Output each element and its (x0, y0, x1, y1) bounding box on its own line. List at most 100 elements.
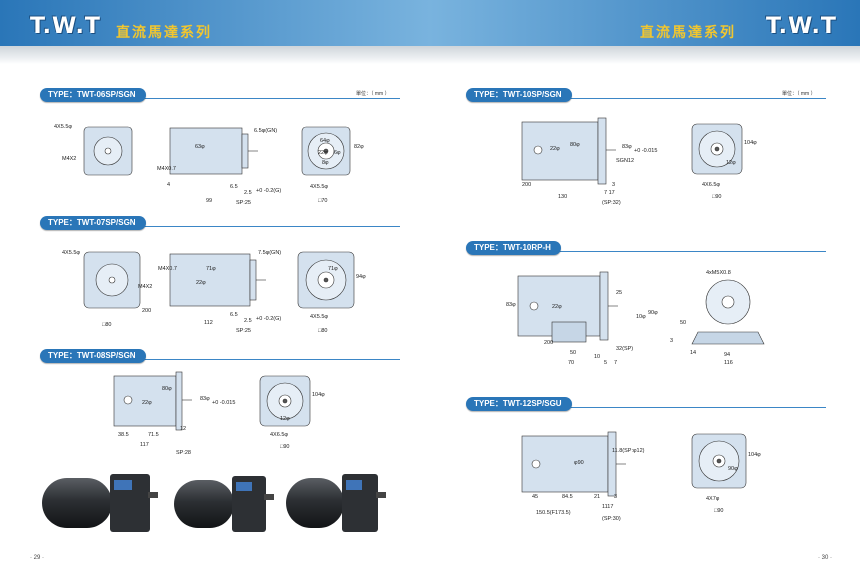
dim-sq90: □90 (712, 194, 721, 200)
dim-screw: 4xM5X0.8 (706, 270, 731, 276)
drawing-twt-06: 4X5.5φ M4X2 63φ 6.5φ(GN) M4X0.7 4 6.5 2.… (54, 124, 364, 206)
dim-screw2: 4X5.5φ (310, 184, 328, 190)
dim-shaft: 7.5φ(GN) (258, 250, 281, 256)
type-label: TYPE：TWT-10SP/SGN (466, 88, 572, 102)
section-rule (556, 98, 826, 99)
dim-sq70: □70 (318, 198, 327, 204)
dim-sq90: □90 (714, 508, 723, 514)
dim-d25: 2.5 (244, 190, 252, 196)
dim-d65: 6.5 (230, 312, 238, 318)
section-twt-12: TYPE：TWT-12SP/SGU (466, 397, 826, 417)
unit-label: 單位：（ mm ） (356, 91, 390, 97)
section-rule (130, 98, 400, 99)
dim-d32: 32(SP) (616, 346, 633, 352)
dim-screw2: 4X5.5φ (310, 314, 328, 320)
dim-d3: 3 (614, 494, 617, 500)
dim-m4: M4X2 (138, 284, 152, 290)
section-twt-10rp: TYPE：TWT-10RP-H (466, 241, 826, 261)
section-twt-10: TYPE：TWT-10SP/SGN 單位：（ mm ） (466, 88, 826, 108)
dim-d83: 83φ (622, 144, 632, 150)
section-rule (556, 407, 826, 408)
dim-d22: 22φ (318, 150, 328, 156)
dim-screw: 4X5.5φ (54, 124, 72, 130)
dim-d7: 7 (614, 360, 617, 366)
dim-sq80b: □80 (318, 328, 327, 334)
dim-d94: 94 (724, 352, 730, 358)
dim-len112: 112 (204, 320, 213, 326)
dim-d104: 104φ (312, 392, 325, 398)
dim-d45: 45 (532, 494, 538, 500)
dim-tol: +0 -0.015 (634, 148, 657, 154)
dim-m4x07: M4X0.7 (158, 266, 177, 272)
dim-d90: 90φ (648, 310, 658, 316)
dim-d4: 4 (167, 182, 170, 188)
dim-screw: 4X7φ (706, 496, 720, 502)
dim-d200: 200 (544, 340, 553, 346)
dim-len117: 117 (140, 442, 149, 448)
drawing-twt-07: 4X5.5φ M4X2 M4X0.7 71φ 22φ 7.5φ(GN) 6.5 … (62, 250, 366, 334)
page-number-right: · 30 · (818, 555, 833, 561)
dim-m4: M4X2 (62, 156, 76, 162)
section-twt-06: TYPE：TWT-06SP/SGN 單位：（ mm ） (40, 88, 400, 108)
dim-d10b: 10 (594, 354, 600, 360)
dim-d845: 84.5 (562, 494, 573, 500)
dim-d22: 22φ (142, 400, 152, 406)
dim-d71b: 71φ (328, 266, 338, 272)
drawing-twt-08: 22φ 80φ 83φ +0 -0.015 38.5 71.5 12 117 S… (113, 371, 325, 456)
header-banner (0, 0, 860, 46)
dim-sp: (SP:32) (602, 200, 621, 206)
dim-d715: 71.5 (148, 432, 159, 438)
brand-logo-right: T.W.T (766, 14, 837, 39)
dim-len150: 150.5(F173.5) (536, 510, 571, 516)
dim-d94: 94φ (356, 274, 366, 280)
dim-d14: 14 (690, 350, 696, 356)
dim-sp: SP:28 (176, 450, 191, 456)
motor-photo-1 (42, 474, 158, 532)
dim-d80: 80φ (162, 386, 172, 392)
dim-sp: (SP:30) (602, 516, 621, 522)
dim-d65: 6.5 (230, 184, 238, 190)
dim-d82: 82φ (354, 144, 364, 150)
type-label: TYPE：TWT-12SP/SGU (466, 397, 572, 411)
type-label: TYPE：TWT-06SP/SGN (40, 88, 146, 102)
motor-photo-2 (174, 476, 274, 532)
page-number-left: · 29 · (30, 555, 45, 561)
type-label: TYPE：TWT-07SP/SGN (40, 216, 146, 230)
dim-d83: 83φ (506, 302, 516, 308)
dim-sp: SP:25 (236, 328, 251, 334)
brand-logo-left: T.W.T (30, 14, 101, 39)
dim-d90: φ90 (574, 460, 584, 466)
dim-d25: 2.5 (244, 318, 252, 324)
dim-screw: 4X5.5φ (62, 250, 80, 256)
dim-d385: 38.5 (118, 432, 129, 438)
dim-d3: 3 (670, 338, 673, 344)
dim-d8: 8φ (322, 160, 329, 166)
section-twt-08: TYPE：TWT-08SP/SGN (40, 349, 400, 369)
dim-d104: 104φ (748, 452, 761, 458)
dim-dia63: 63φ (195, 144, 205, 150)
dim-d12: 12 (180, 426, 186, 432)
dim-d50: 50 (570, 350, 576, 356)
dim-d3: 3 (612, 182, 615, 188)
section-rule (130, 359, 400, 360)
dim-d21: 21 (594, 494, 600, 500)
dim-d10: 10φ (636, 314, 646, 320)
section-rule (556, 251, 826, 252)
dim-d1117: 1117 (602, 504, 613, 510)
header-shadow (0, 46, 860, 64)
dim-d12b: 12φ (280, 416, 290, 422)
dim-d83: 83φ (200, 396, 210, 402)
dim-len130: 130 (558, 194, 567, 200)
dim-d6: 6φ (334, 150, 341, 156)
dim-sq90: □90 (280, 444, 289, 450)
dim-sp: SP:25 (236, 200, 251, 206)
drawing-twt-12: φ90 11.8(SP:φ12) 45 84.5 21 3 1117 150.5… (521, 431, 761, 522)
motor-photo-3 (286, 474, 386, 532)
dim-d50b: 50 (680, 320, 686, 326)
dim-d717: 7 17 (604, 190, 615, 196)
dim-d116: 116 (724, 360, 733, 366)
dim-d80: 80φ (570, 142, 580, 148)
dim-shaft: 6.5φ(GN) (254, 128, 277, 134)
section-rule (130, 226, 400, 227)
dim-d22: 22φ (552, 304, 562, 310)
